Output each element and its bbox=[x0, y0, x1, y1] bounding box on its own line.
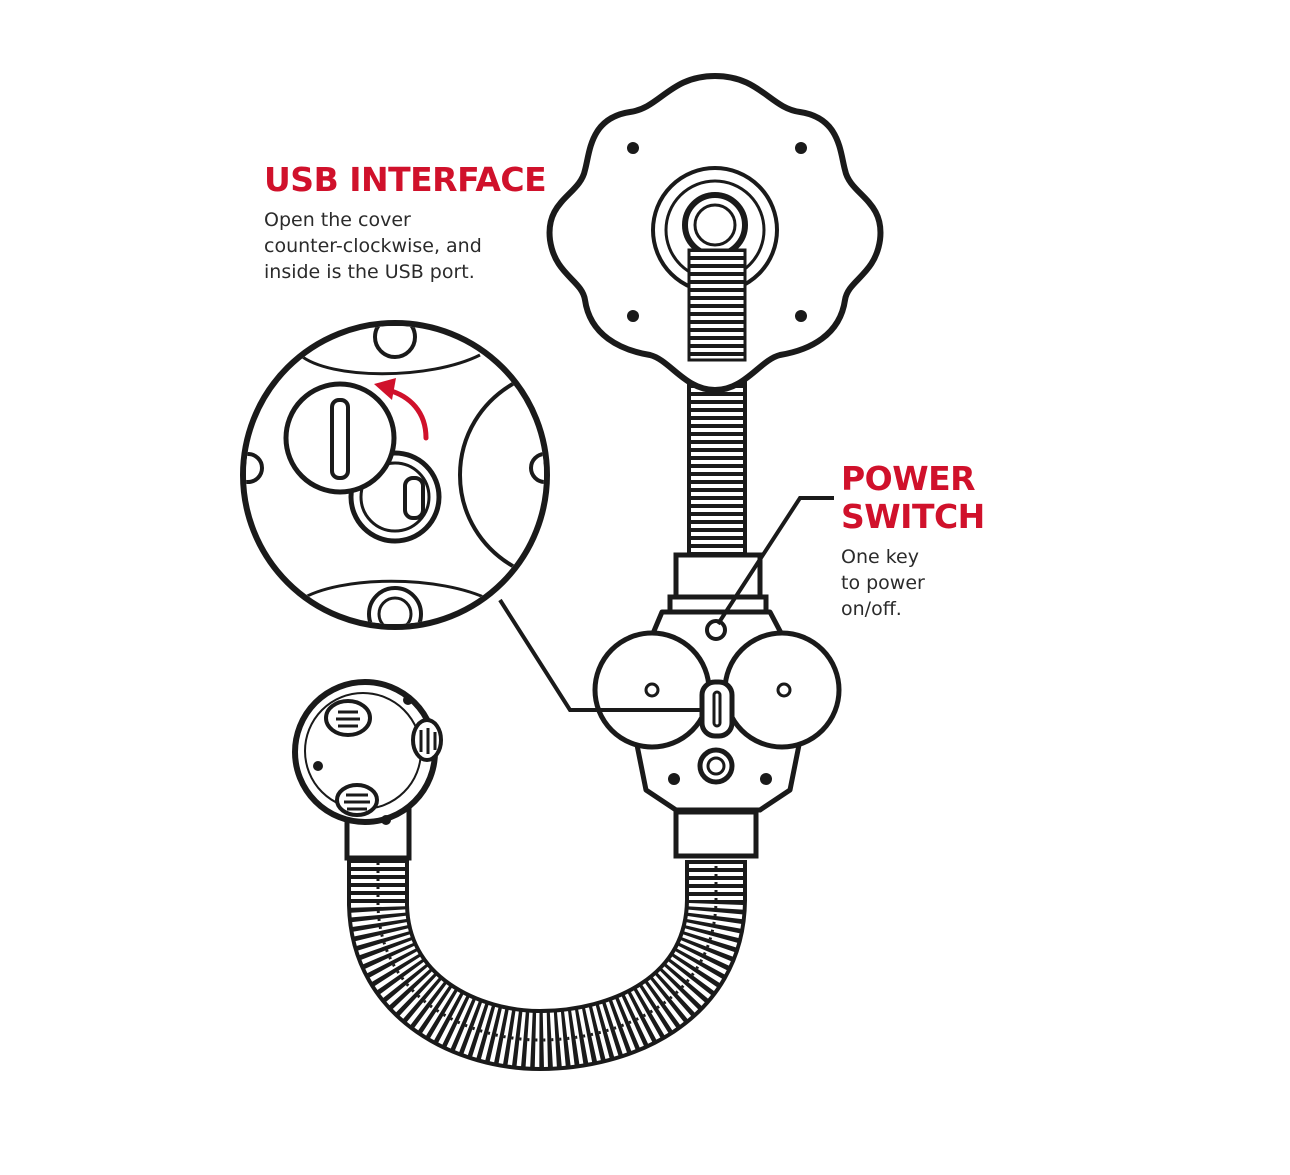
power-switch-description: One key to power on/off. bbox=[841, 546, 925, 620]
usb-interface-title: USB INTERFACE bbox=[264, 160, 547, 199]
suction-cup-base bbox=[546, 73, 884, 393]
power-switch-title: POWER SWITCH bbox=[841, 459, 985, 536]
shower-head bbox=[292, 679, 443, 861]
rotate-arrow-icon bbox=[385, 387, 429, 441]
lower-hose bbox=[347, 855, 747, 1072]
usb-interface-description: Open the cover counter-clockwise, and in… bbox=[264, 209, 482, 283]
usb-detail-magnifier bbox=[240, 320, 550, 630]
callout-leaders bbox=[498, 496, 834, 712]
main-body bbox=[592, 552, 842, 859]
